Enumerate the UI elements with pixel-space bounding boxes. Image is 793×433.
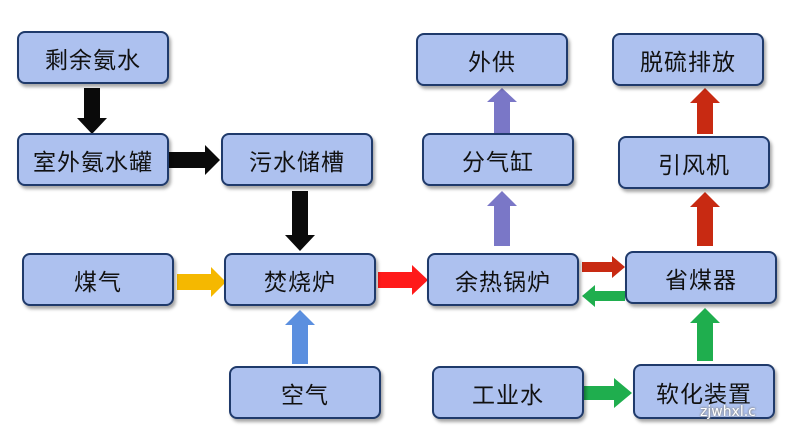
node-steam-cylinder: 分气缸 — [422, 133, 574, 186]
arrow-boiler-to-economizer — [582, 256, 625, 278]
arrow-economizer-to-boiler — [582, 285, 625, 307]
node-economizer: 省煤器 — [625, 251, 777, 304]
watermark-text: zjwhxl.c — [700, 404, 756, 420]
arrow-economizer-to-fan — [690, 192, 720, 246]
arrow-water-to-softening — [582, 378, 632, 408]
arrow-softening-to-economizer — [690, 308, 720, 361]
node-induced-fan: 引风机 — [618, 136, 770, 189]
arrow-air-to-incinerator — [285, 310, 315, 364]
node-air: 空气 — [229, 366, 381, 419]
arrow-incinerator-to-boiler — [378, 265, 428, 295]
arrow-ammonia-to-tank — [77, 88, 107, 134]
arrow-gas-to-incinerator — [177, 267, 226, 297]
node-external-supply: 外供 — [416, 33, 568, 86]
node-gas: 煤气 — [22, 253, 174, 306]
arrow-tank-to-sewage — [168, 145, 220, 175]
arrow-fan-to-desulfurization — [690, 88, 720, 134]
arrow-sewage-to-incinerator — [285, 191, 315, 251]
node-ammonia-water: 剩余氨水 — [17, 31, 169, 84]
node-sewage-tank: 污水储槽 — [221, 133, 373, 186]
node-industrial-water: 工业水 — [432, 366, 584, 419]
node-softening-device: 软化装置 — [633, 364, 775, 419]
arrow-cylinder-to-supply — [487, 88, 517, 134]
node-outdoor-tank: 室外氨水罐 — [17, 133, 169, 186]
node-desulfurization: 脱硫排放 — [612, 33, 764, 86]
arrow-boiler-to-cylinder — [487, 191, 517, 246]
node-waste-heat-boiler: 余热锅炉 — [427, 253, 579, 306]
node-incinerator: 焚烧炉 — [224, 253, 376, 306]
